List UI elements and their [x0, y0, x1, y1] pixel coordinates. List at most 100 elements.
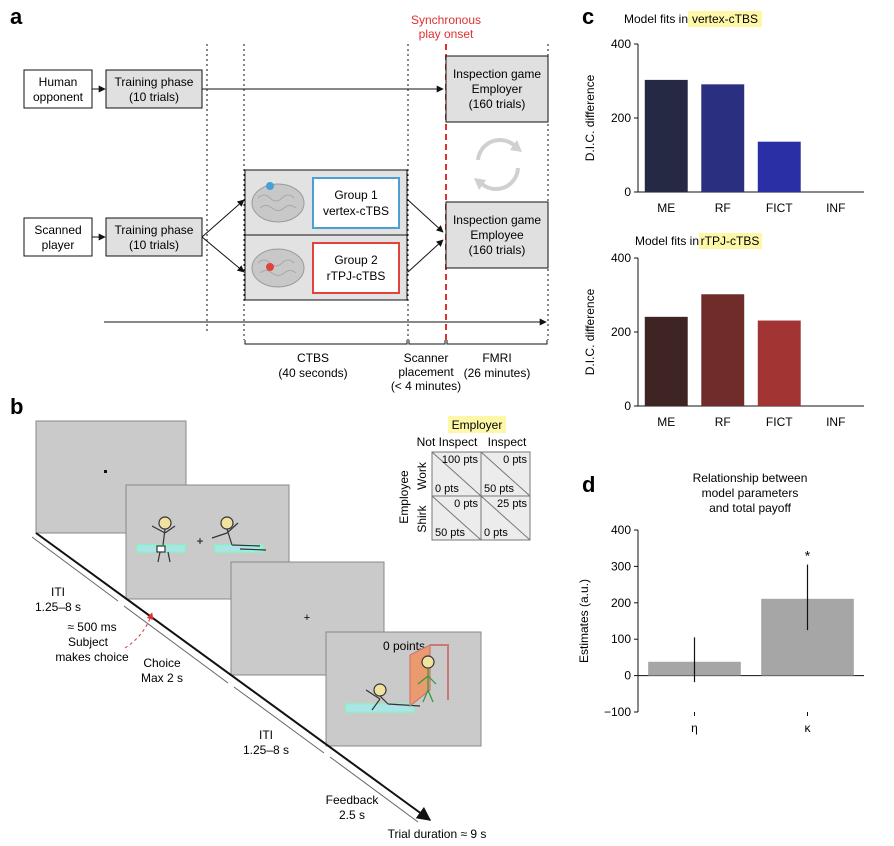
- rtpj-stim-dot: [266, 263, 274, 271]
- title-highlight: [699, 233, 762, 249]
- subject-label: makes choice: [55, 650, 129, 664]
- ctbs-label: (40 seconds): [278, 366, 347, 380]
- arrow: [407, 239, 444, 273]
- y-tick-label: 200: [611, 111, 631, 125]
- bracket: [31, 536, 119, 602]
- y-tick-label: 400: [611, 523, 631, 537]
- y-tick-label: 0: [624, 399, 631, 413]
- iti-label: ITI: [51, 585, 65, 599]
- chart-title: model parameters: [702, 486, 799, 500]
- bar-RF: [701, 294, 745, 406]
- payoff-cell: 0 pts: [454, 498, 478, 510]
- employer-highlight: [448, 416, 506, 433]
- scanner-label: Scanner: [404, 351, 449, 365]
- bracket: [329, 756, 419, 823]
- panel-letter-c: c: [582, 4, 594, 29]
- panel-b: b + Employer Not Inspect Inspect Employe…: [10, 394, 531, 841]
- y-tick-label: 100: [611, 632, 631, 646]
- x-tick-label: κ: [805, 721, 812, 735]
- arrow: [201, 199, 245, 238]
- fixation-dot: [104, 470, 107, 473]
- training-phase-box-bottom: [105, 217, 203, 257]
- y-tick-label: 400: [611, 37, 631, 51]
- choice-arrow: [124, 612, 154, 649]
- chart-vertex-title: Model fits in vertex-cTBS: [624, 11, 762, 27]
- arrow: [201, 236, 245, 273]
- employer-label: Employer: [472, 82, 523, 96]
- bracket: [123, 605, 229, 684]
- employee-label: (160 trials): [469, 243, 526, 257]
- employee-label: Employee: [470, 228, 524, 242]
- fmri-label: (26 minutes): [464, 366, 531, 380]
- inspection-employee-box: [445, 201, 549, 269]
- payoff-cell: 100 pts: [442, 454, 479, 466]
- scanner-label: (< 4 minutes): [391, 379, 461, 393]
- group-1-label: Group 1: [334, 188, 378, 202]
- chart-rtpj-title: Model fits in rTPJ-cTBS: [635, 233, 762, 249]
- plus-sign: +: [196, 534, 203, 548]
- fmri-label: FMRI: [482, 351, 511, 365]
- panel-letter-a: a: [10, 4, 23, 29]
- group-1-box: [312, 177, 400, 229]
- payoff-cell: 50 pts: [484, 483, 514, 495]
- bar-ME: [644, 316, 688, 406]
- y-tick-label: 200: [611, 596, 631, 610]
- chart-title: Model fits in: [635, 234, 699, 248]
- training-label: Training phase: [115, 223, 194, 237]
- group-1-label: vertex-cTBS: [323, 204, 389, 218]
- group-2-label: Group 2: [334, 253, 378, 267]
- chart-title: Relationship between: [693, 471, 808, 485]
- trial-timeline: [35, 532, 432, 821]
- payoff-cell: 0 pts: [435, 483, 459, 495]
- title-highlight: [688, 11, 762, 27]
- plus-sign: +: [304, 612, 310, 624]
- bar-FICT: [757, 320, 801, 406]
- y-tick-label: 0: [624, 669, 631, 683]
- choice-label: Max 2 s: [141, 671, 183, 685]
- trial-duration-label: Trial duration ≈ 9 s: [388, 827, 487, 841]
- human-opponent-label: Human: [39, 75, 78, 89]
- brain-image-vertex: [251, 182, 305, 223]
- training-label: (10 trials): [129, 238, 179, 252]
- employee-label: Employee: [397, 470, 411, 524]
- brain-image-rtpj: [251, 248, 305, 288]
- panel-letter-d: d: [582, 472, 595, 497]
- payoff-cell: 50 pts: [435, 527, 465, 539]
- arrow: [407, 199, 444, 233]
- y-axis-label: Estimates (a.u.): [577, 579, 591, 663]
- stick-figures-choice: [136, 516, 267, 563]
- feedback-points: 0 points: [383, 639, 425, 653]
- scanned-player-label: Scanned: [34, 223, 81, 237]
- chart-title: and total payoff: [709, 501, 792, 515]
- group-2-label: rTPJ-cTBS: [327, 269, 386, 283]
- feedback-label: 2.5 s: [339, 808, 365, 822]
- y-axis-label: D.I.C. difference: [583, 288, 597, 375]
- scanned-player-box: [23, 217, 93, 257]
- x-tick-label: η: [691, 721, 698, 735]
- cycle-icon: [474, 138, 522, 192]
- bar-ME: [644, 79, 688, 192]
- ctbs-label: CTBS: [297, 351, 329, 365]
- training-label: Training phase: [115, 75, 194, 89]
- x-tick-label: ME: [657, 201, 675, 215]
- y-tick-label: −100: [604, 705, 631, 719]
- chart-title-highlight: rTPJ-cTBS: [701, 234, 760, 248]
- bracket: [233, 686, 325, 754]
- x-tick-label: RF: [715, 415, 731, 429]
- iti-label: ITI: [259, 728, 273, 742]
- panel-c: c Model fits in vertex-cTBS 0 200 400D.I.C…: [582, 4, 864, 429]
- iti-label: 1.25–8 s: [243, 743, 289, 757]
- sync-label: play onset: [419, 27, 474, 41]
- inspect-label: Inspect: [488, 435, 527, 449]
- y-tick-label: 200: [611, 325, 631, 339]
- ms-label: ≈ 500 ms: [67, 620, 116, 634]
- x-tick-label: INF: [826, 201, 845, 215]
- bar-RF: [701, 84, 745, 192]
- not-inspect-label: Not Inspect: [417, 435, 478, 449]
- payoff-cell: 0 pts: [503, 454, 527, 466]
- x-tick-label: INF: [826, 415, 845, 429]
